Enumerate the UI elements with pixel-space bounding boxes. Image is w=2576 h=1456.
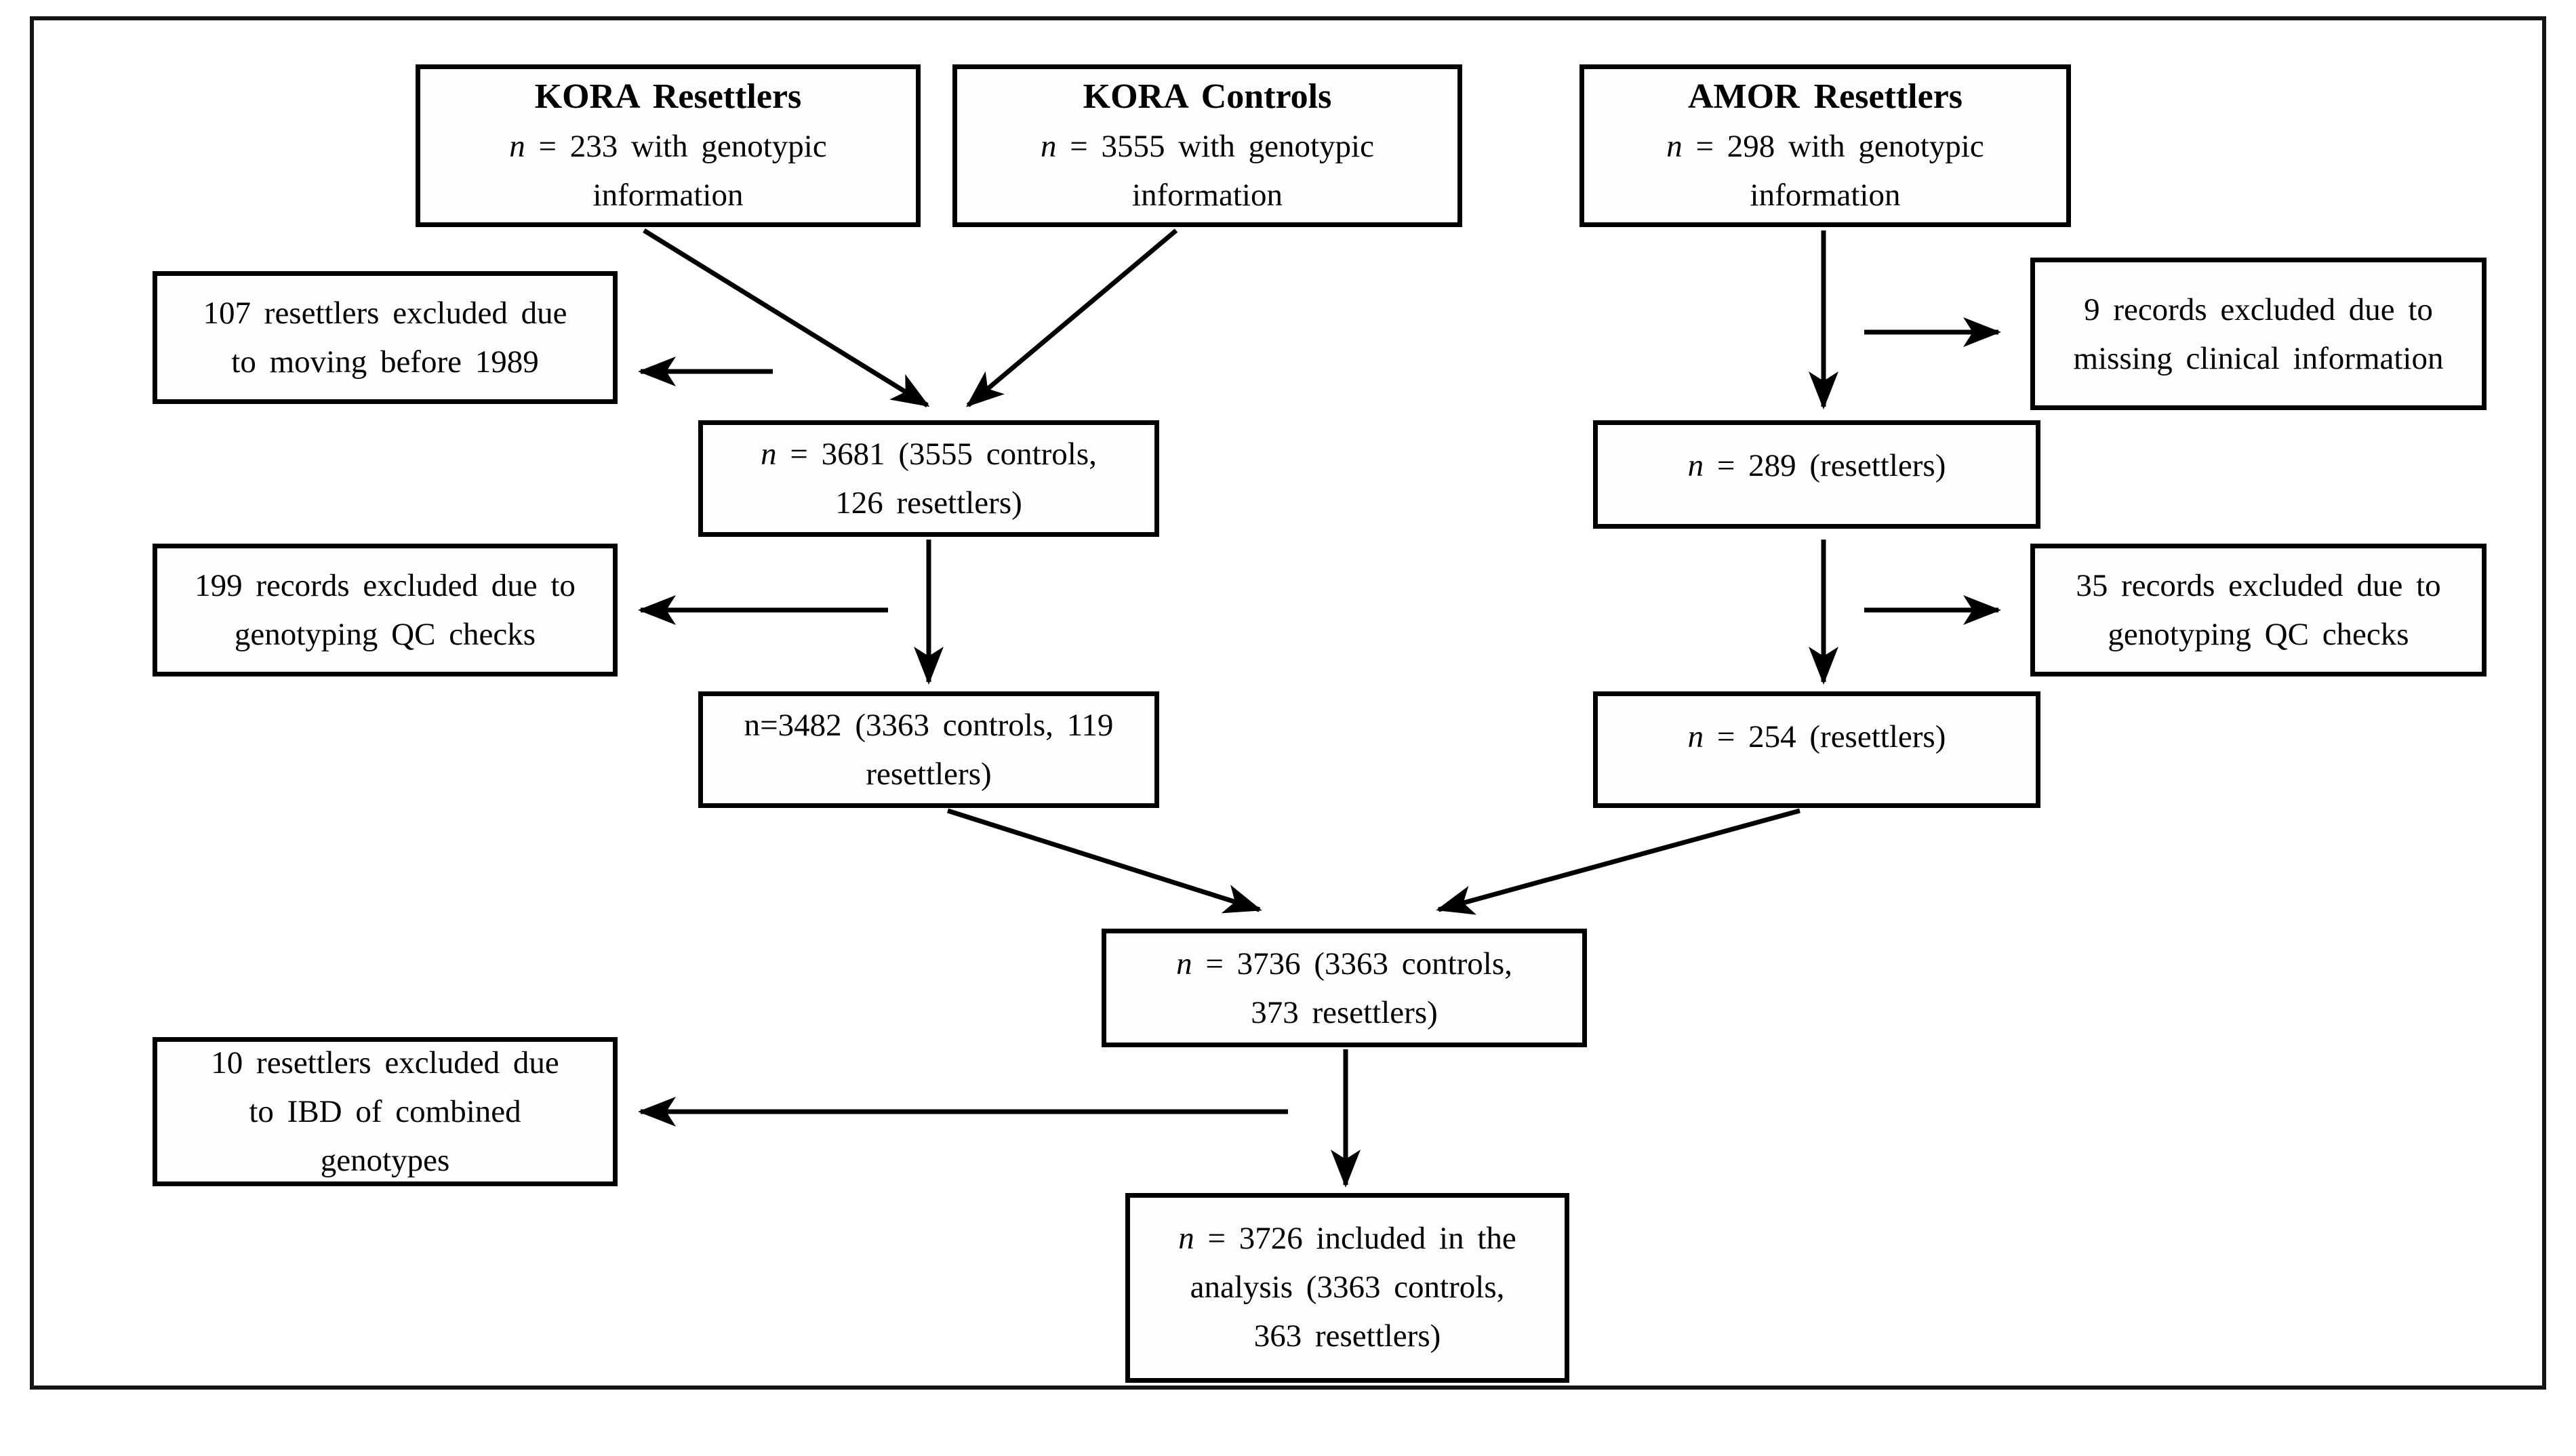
box-text-line: resettlers) [866, 756, 992, 792]
box-text-line: to moving before 1989 [231, 344, 539, 380]
box-text-line: to IBD of combined [249, 1094, 521, 1129]
arrow-n3482-to-n3736 [946, 808, 1262, 914]
box-text-line: n = 289 (resettlers) [1687, 448, 1946, 483]
box-text-line: information [1750, 177, 1901, 213]
box-text-line: 9 records excluded due to [2084, 291, 2433, 327]
box-text-line: KORA Controls [1083, 77, 1332, 116]
box-n3681-pooled: n = 3681 (3555 controls, 126 resettlers) [698, 420, 1159, 537]
box-text-line: genotypes [320, 1143, 450, 1178]
box-text-line: information [1132, 177, 1283, 213]
box-text-line: 363 resettlers) [1253, 1318, 1441, 1354]
box-text-line: analysis (3363 controls, [1190, 1270, 1505, 1305]
box-text-line: n = 3555 with genotypic [1041, 128, 1374, 164]
box-excluded-107-resettlers: 107 resettlers excluded due to moving bef… [153, 271, 618, 404]
box-amor-resettlers: AMOR Resettlers n = 298 with genotypic inf… [1579, 64, 2071, 227]
box-n289-resettlers: n = 289 (resettlers) [1593, 420, 2040, 529]
box-text-line: 373 resettlers) [1251, 994, 1438, 1030]
box-text-line: n = 3726 included in the [1178, 1221, 1516, 1256]
arrow-n254-to-n3736 [1436, 808, 1800, 915]
box-text-line: n = 254 (resettlers) [1687, 719, 1946, 754]
box-n3736-combined: n = 3736 (3363 controls, 373 resettlers) [1102, 929, 1587, 1047]
box-text-line: information [592, 177, 744, 213]
arrow-kora-resettlers-to-n3681 [643, 228, 930, 407]
box-text-line: 10 resettlers excluded due [211, 1045, 559, 1080]
box-excluded-35-records: 35 records excluded due to genotyping QC … [2030, 544, 2487, 676]
box-kora-controls: KORA Controls n = 3555 with genotypic info… [952, 64, 1462, 227]
box-text-line: AMOR Resettlers [1687, 77, 1963, 116]
box-text-line: missing clinical information [2073, 340, 2444, 376]
arrow-kora-controls-to-n3681 [965, 228, 1178, 407]
box-text-line: n = 233 with genotypic [509, 128, 827, 164]
box-text-line: n = 3736 (3363 controls, [1176, 946, 1512, 982]
box-n3482-after-qc: n=3482 (3363 controls, 119 resettlers) [698, 691, 1159, 808]
box-text-line: KORA Resettlers [534, 77, 802, 116]
box-kora-resettlers: KORA Resettlers n = 233 with genotypic inf… [416, 64, 921, 227]
box-n254-resettlers: n = 254 (resettlers) [1593, 691, 2040, 808]
box-excluded-9-records: 9 records excluded due to missing clinica… [2030, 258, 2487, 410]
box-text-line: 107 resettlers excluded due [203, 296, 567, 331]
box-text-line: 35 records excluded due to [2076, 568, 2441, 603]
box-text-line: n = 3681 (3555 controls, [761, 437, 1097, 472]
box-excluded-199-records: 199 records excluded due to genotyping QC… [153, 544, 618, 676]
box-text-line: 199 records excluded due to [195, 568, 576, 603]
box-text-line: n=3482 (3363 controls, 119 [744, 708, 1114, 743]
box-final-analysis: n = 3726 included in the analysis (3363 c… [1125, 1193, 1569, 1383]
box-text-line: 126 resettlers) [835, 485, 1022, 521]
box-excluded-10-resettlers: 10 resettlers excluded due to IBD of comb… [153, 1037, 618, 1186]
box-text-line: genotyping QC checks [234, 617, 536, 652]
box-text-line: genotyping QC checks [2108, 617, 2409, 652]
box-text-line: n = 298 with genotypic [1666, 128, 1984, 164]
